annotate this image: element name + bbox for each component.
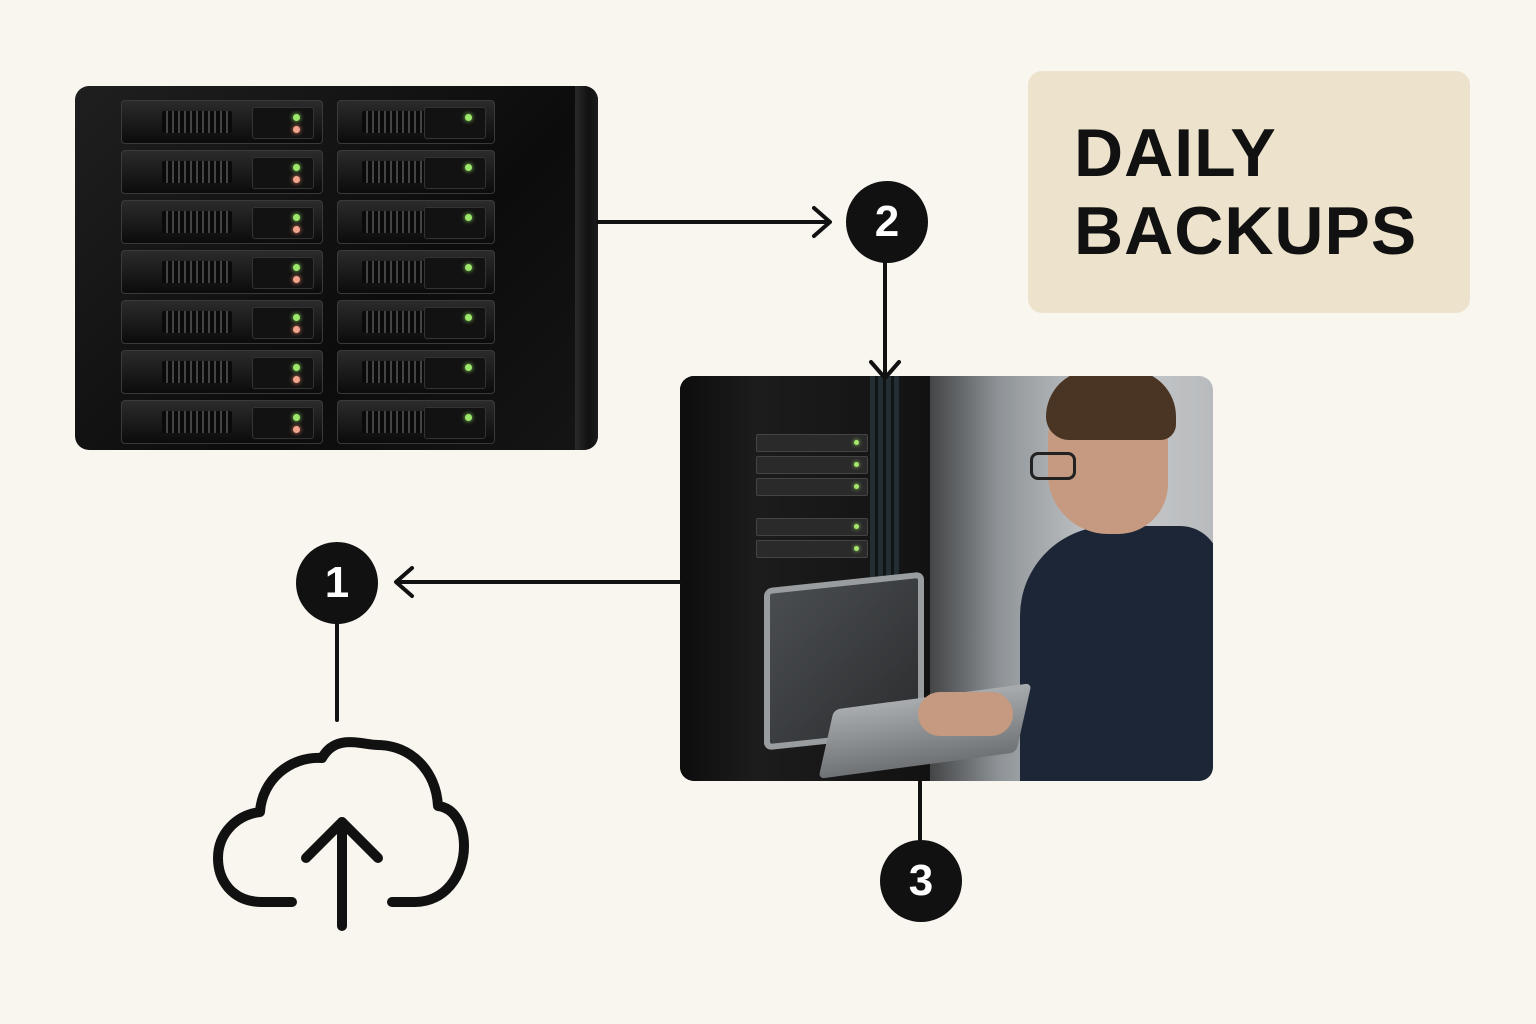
status-led bbox=[293, 176, 300, 183]
status-led bbox=[465, 214, 472, 221]
technician-laptop-photo bbox=[680, 376, 1213, 781]
title-line-1: DAILY bbox=[1074, 115, 1277, 191]
server-tray bbox=[121, 250, 323, 294]
status-led bbox=[293, 364, 300, 371]
status-led bbox=[293, 276, 300, 283]
status-led bbox=[465, 114, 472, 121]
title-line-2: BACKUPS bbox=[1074, 193, 1418, 269]
status-led bbox=[293, 376, 300, 383]
server-tray bbox=[337, 400, 495, 444]
server-tray bbox=[337, 200, 495, 244]
status-led bbox=[465, 364, 472, 371]
cloud-upload-icon bbox=[213, 737, 469, 931]
status-led bbox=[293, 126, 300, 133]
status-led bbox=[293, 114, 300, 121]
server-tray bbox=[121, 400, 323, 444]
server-tray bbox=[121, 300, 323, 344]
status-led bbox=[293, 314, 300, 321]
server-tray bbox=[337, 350, 495, 394]
status-led bbox=[293, 264, 300, 271]
server-tray bbox=[121, 200, 323, 244]
title-card bbox=[1028, 71, 1470, 313]
status-led bbox=[293, 426, 300, 433]
server-tray bbox=[121, 150, 323, 194]
step-2-badge: 2 bbox=[846, 181, 928, 263]
step-3-badge: 3 bbox=[880, 840, 962, 922]
server-tray bbox=[337, 100, 495, 144]
status-led bbox=[465, 414, 472, 421]
status-led bbox=[293, 226, 300, 233]
status-led bbox=[465, 264, 472, 271]
status-led bbox=[293, 414, 300, 421]
server-rack-photo bbox=[75, 86, 598, 450]
step-1-badge: 1 bbox=[296, 542, 378, 624]
server-tray bbox=[337, 150, 495, 194]
server-tray bbox=[121, 350, 323, 394]
status-led bbox=[293, 326, 300, 333]
status-led bbox=[293, 164, 300, 171]
status-led bbox=[465, 314, 472, 321]
server-tray bbox=[121, 100, 323, 144]
server-tray bbox=[337, 250, 495, 294]
status-led bbox=[465, 164, 472, 171]
server-tray bbox=[337, 300, 495, 344]
status-led bbox=[293, 214, 300, 221]
